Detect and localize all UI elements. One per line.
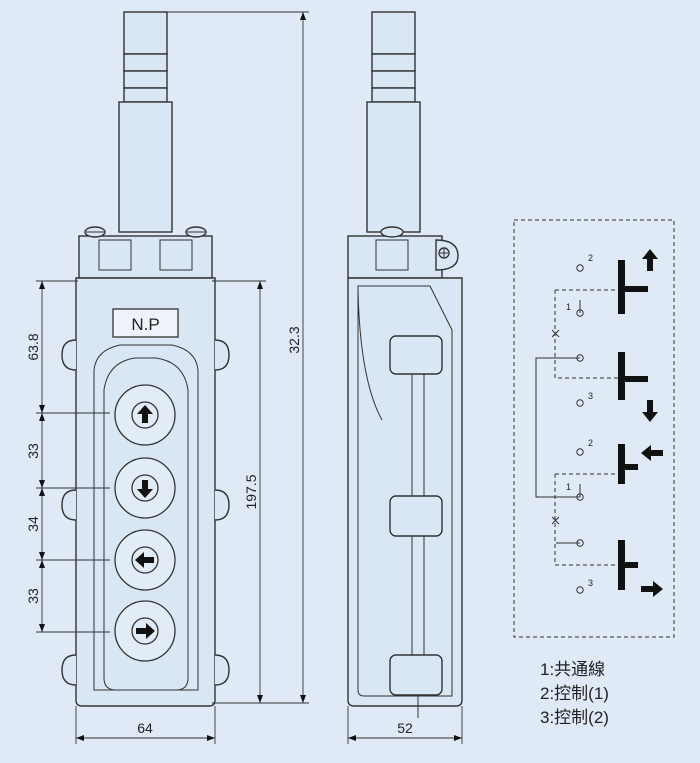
- dim-width-52: 52: [397, 720, 413, 736]
- label-2-upper: 2: [588, 253, 593, 263]
- front-cap: [78, 235, 213, 279]
- label-3-upper: 3: [588, 391, 593, 401]
- dim-33-a: 33: [25, 443, 41, 459]
- circuit-diagram: 2 1 3 2 1 3: [513, 219, 675, 638]
- dim-width-64: 64: [137, 720, 153, 736]
- bump-l2: [61, 489, 77, 521]
- button-right[interactable]: [114, 600, 176, 662]
- circuit-down-icon: [642, 400, 658, 422]
- arrow-right-icon: [136, 623, 155, 639]
- front-cable-ring2: [123, 70, 168, 89]
- button-left[interactable]: [114, 529, 176, 591]
- nameplate: [112, 308, 179, 338]
- label-2-lower: 2: [588, 438, 593, 448]
- dim-63-8: 63.8: [25, 333, 41, 360]
- bump-r2: [214, 489, 230, 521]
- bump-r1: [214, 339, 230, 371]
- legend-item-3: 3:控制(2): [540, 708, 609, 727]
- dim-34: 34: [25, 516, 41, 532]
- circuit-up-icon: [642, 249, 658, 271]
- front-cap-right-tab: [159, 239, 193, 271]
- arrow-left-icon: [135, 552, 154, 568]
- front-cap-left-tab: [98, 239, 132, 271]
- dim-33-b: 33: [25, 588, 41, 604]
- circuit-border: [513, 219, 675, 638]
- nameplate-text: N.P: [131, 315, 159, 334]
- label-3-lower: 3: [588, 578, 593, 588]
- legend: 1:共通線 2:控制(1) 3:控制(2): [540, 658, 609, 730]
- front-view: N.P: [61, 11, 230, 707]
- front-inner-rail: [93, 344, 199, 691]
- legend-item-2: 2:控制(1): [540, 684, 609, 703]
- dim-197-5: 197.5: [243, 474, 259, 509]
- label-1-upper: 1: [566, 302, 571, 312]
- arrow-down-icon: [137, 480, 153, 498]
- front-cable-ring3: [123, 87, 168, 103]
- arrow-up-icon: [137, 405, 153, 423]
- bump-l3: [61, 654, 77, 686]
- legend-item-1: 1:共通線: [540, 660, 606, 679]
- front-dimensions: 63.8 33 34 33 197.5 32.3 64: [25, 11, 309, 744]
- front-cable-sleeve: [118, 101, 173, 233]
- circuit-right-icon: [641, 581, 663, 597]
- label-1-lower: 1: [566, 482, 571, 492]
- button-down[interactable]: [114, 457, 176, 519]
- circuit-left-icon: [641, 445, 663, 461]
- dim-total-height: 32.3: [286, 326, 302, 353]
- front-button-panel: [103, 357, 189, 691]
- front-cable-top: [123, 11, 168, 55]
- front-cable-ring1: [123, 53, 168, 72]
- bump-l1: [61, 339, 77, 371]
- button-up[interactable]: [114, 384, 176, 446]
- bump-r3: [214, 654, 230, 686]
- side-view: 52: [347, 11, 463, 744]
